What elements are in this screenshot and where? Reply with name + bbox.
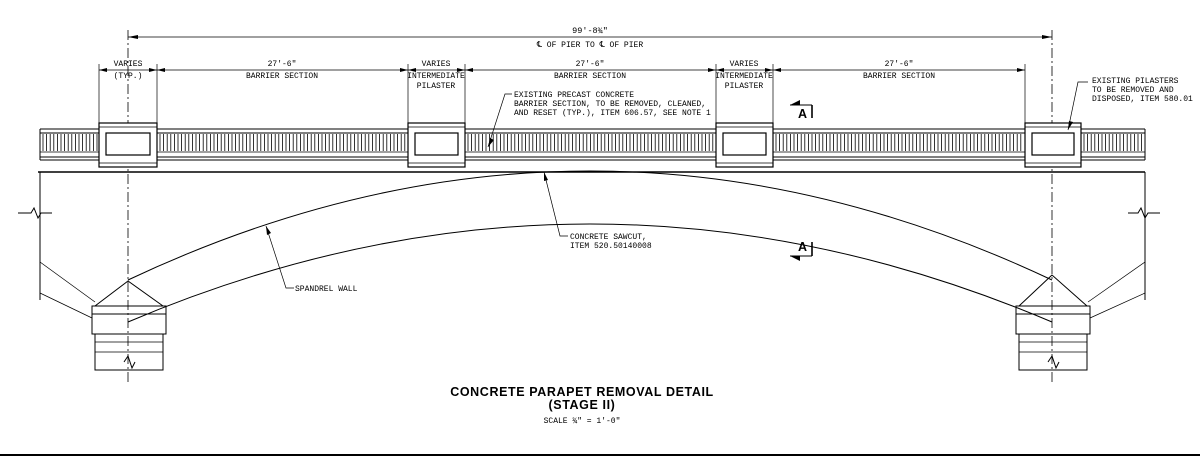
sawcut-callout-line-1: CONCRETE SAWCUT, [570, 233, 647, 242]
precast-callout-line-2: BARRIER SECTION, TO BE REMOVED, CLEANED, [514, 100, 706, 109]
break-symbol-right [1128, 206, 1160, 220]
drawing-stage: (STAGE II) [549, 398, 616, 412]
sawcut-callout-line-2: ITEM 520.50140008 [570, 242, 652, 251]
overall-length-label: 99'-8¾" [572, 26, 608, 36]
overall-dimension: 99'-8¾" ℄ OF PIER TO ℄ OF PIER [128, 26, 1052, 50]
precast-callout-line-3: AND RESET (TYP.), ITEM 606.57, SEE NOTE … [514, 109, 711, 118]
callout-spandrel-wall: SPANDREL WALL [265, 225, 358, 294]
drawing-scale: SCALE ¾" = 1'-0" [544, 417, 621, 426]
parapet [39, 128, 1146, 161]
pilasters-callout-line-2: TO BE REMOVED AND [1092, 86, 1174, 95]
pier-left [91, 280, 167, 371]
section-label-lower: A [798, 240, 808, 254]
varies-note-1: (TYP.) [114, 72, 143, 81]
pilaster-right [1024, 122, 1082, 168]
barrier-label-1: BARRIER SECTION [246, 72, 318, 81]
barrier-label-2: BARRIER SECTION [554, 72, 626, 81]
section-label-upper: A [798, 107, 808, 121]
varies-label-2: VARIES [422, 60, 451, 69]
callout-concrete-sawcut: CONCRETE SAWCUT, ITEM 520.50140008 [543, 171, 652, 251]
spandrel-callout: SPANDREL WALL [295, 285, 358, 294]
barrier-length-1: 27'-6" [268, 60, 297, 69]
varies-label-1: VARIES [114, 60, 143, 69]
drawing-title: CONCRETE PARAPET REMOVAL DETAIL [450, 385, 714, 399]
varies-label-3: VARIES [730, 60, 759, 69]
pilaster-left [98, 122, 158, 168]
pilaster-label-3: PILASTER [725, 82, 764, 91]
section-marker-upper: A [790, 100, 813, 121]
spandrel-wall-left [39, 172, 96, 319]
balusters [42, 134, 1142, 151]
pilaster-intermediate-2 [715, 122, 774, 168]
pilaster-label-2: PILASTER [417, 82, 456, 91]
precast-callout-line-1: EXISTING PRECAST CONCRETE [514, 91, 634, 100]
pilasters-callout-line-3: DISPOSED, ITEM 580.01 [1092, 95, 1193, 104]
section-marker-lower: A [790, 240, 813, 261]
overall-length-note: ℄ OF PIER TO ℄ OF PIER [536, 41, 643, 50]
intermediate-label-2: INTERMEDIATE [407, 72, 465, 81]
callout-precast-barrier: EXISTING PRECAST CONCRETE BARRIER SECTIO… [487, 91, 711, 148]
barrier-length-2: 27'-6" [576, 60, 605, 69]
pier-right [1015, 274, 1091, 371]
title-block: CONCRETE PARAPET REMOVAL DETAIL (STAGE I… [450, 385, 714, 426]
pilaster-intermediate-1 [407, 122, 466, 168]
segment-dimensions: VARIES (TYP.) 27'-6" BARRIER SECTION VAR… [98, 60, 1026, 123]
break-symbol-left [18, 206, 52, 220]
arch [127, 170, 1053, 323]
intermediate-label-3: INTERMEDIATE [715, 72, 773, 81]
pilasters-callout-line-1: EXISTING PILASTERS [1092, 77, 1179, 86]
spandrel-wall-right [1087, 172, 1146, 319]
callout-existing-pilasters: EXISTING PILASTERS TO BE REMOVED AND DIS… [1067, 77, 1193, 131]
barrier-label-3: BARRIER SECTION [863, 72, 935, 81]
barrier-length-3: 27'-6" [885, 60, 914, 69]
